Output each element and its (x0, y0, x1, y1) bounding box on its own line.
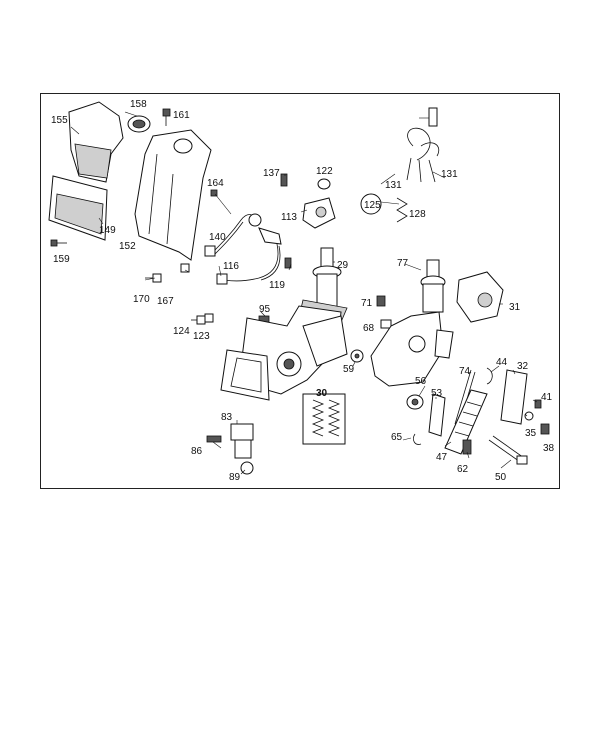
label-155: 155 (51, 115, 68, 126)
label-170: 170 (133, 294, 150, 305)
part-62-bolt (462, 439, 472, 455)
part-152-column-cover (134, 129, 212, 261)
part-53-lever (428, 393, 446, 437)
label-50: 50 (495, 472, 507, 483)
label-119: 119 (269, 280, 285, 291)
part-65-circlip (413, 433, 422, 445)
label-124: 124 (173, 326, 190, 337)
part-164-screw (210, 189, 218, 197)
label-137: 137 (263, 168, 280, 179)
part-71-bolt (376, 295, 386, 307)
part-41-bolt (534, 399, 542, 409)
label-38: 38 (543, 443, 555, 454)
column-tube-bracket (370, 311, 454, 387)
part-30-springs (302, 393, 346, 445)
label-140: 140 (209, 232, 226, 243)
label-59: 59 (343, 364, 355, 375)
part-119-bolt (284, 257, 292, 269)
label-149: 149 (99, 225, 116, 236)
part-125-key-label-circle (360, 193, 382, 215)
label-77: 77 (397, 258, 409, 269)
part-155-upper-trim-cover (68, 101, 124, 183)
label-167: 167 (157, 296, 174, 307)
label-164: 164 (207, 178, 224, 189)
part-128-spring (396, 197, 408, 223)
part-161-screw (162, 108, 171, 126)
part-68-clip (380, 319, 392, 329)
part-77-column-tube (420, 259, 446, 313)
label-89: 89 (229, 472, 241, 483)
label-62: 62 (457, 464, 469, 475)
label-161: 161 (173, 110, 190, 121)
callout-labels: 155 158 161 149 159 152 164 140 170 167 … (51, 99, 555, 483)
diagram-frame: 155 158 161 149 159 152 164 140 170 167 … (40, 93, 560, 489)
label-71: 71 (361, 298, 373, 309)
label-95: 95 (259, 304, 271, 315)
part-116-harness-branch (216, 243, 281, 285)
label-131-left: 131 (385, 180, 402, 191)
part-122-nut (317, 178, 331, 190)
column-bracket-assembly (220, 305, 348, 401)
label-68: 68 (363, 323, 375, 334)
part-137-bolt (280, 173, 288, 187)
part-32-guide-bracket (500, 369, 528, 425)
exploded-parts-diagram: 155 158 161 149 159 152 164 140 170 167 … (48, 99, 555, 483)
part-149-lower-trim-cover (48, 175, 108, 241)
part-31-adjustment-motor (456, 271, 504, 323)
label-35: 35 (525, 428, 537, 439)
label-125: 125 (364, 200, 381, 211)
part-47-gear-rack (444, 389, 488, 455)
label-113: 113 (281, 212, 297, 223)
part-59-washer (350, 349, 364, 363)
part-113-ignition-switch (302, 197, 336, 229)
label-74: 74 (459, 366, 471, 377)
label-47: 47 (436, 452, 448, 463)
part-50-shaft (488, 435, 528, 465)
label-29: 29 (337, 260, 349, 271)
leader-lines (70, 111, 538, 475)
label-44: 44 (496, 357, 508, 368)
label-30: 30 (316, 388, 328, 399)
part-56-washer (406, 394, 424, 410)
label-86: 86 (191, 446, 203, 457)
label-32: 32 (517, 361, 529, 372)
label-83: 83 (221, 412, 233, 423)
part-159-screw (50, 239, 67, 247)
label-41: 41 (541, 392, 553, 403)
part-131-keys (406, 107, 440, 183)
label-128: 128 (409, 209, 426, 220)
label-123: 123 (193, 331, 210, 342)
label-31: 31 (509, 302, 521, 313)
label-152: 152 (119, 241, 136, 252)
part-83-universal-joint (230, 423, 254, 459)
part-170-connector (145, 273, 162, 283)
label-53: 53 (431, 388, 443, 399)
label-116: 116 (223, 261, 239, 272)
part-123-connector (204, 313, 214, 323)
part-158-seal-ring (127, 115, 151, 133)
part-167-connector (180, 263, 190, 273)
part-38-bolt (540, 423, 550, 435)
label-65: 65 (391, 432, 403, 443)
label-159: 159 (53, 254, 70, 265)
label-158: 158 (130, 99, 147, 110)
part-140-wiring-harness (204, 213, 282, 257)
label-122: 122 (316, 166, 333, 177)
part-44-spring-clip (486, 367, 493, 385)
label-56: 56 (415, 376, 427, 387)
part-124-connector (191, 315, 206, 325)
label-131-right: 131 (441, 169, 458, 180)
part-35-nut (524, 411, 534, 421)
part-86-bolt (206, 435, 222, 443)
